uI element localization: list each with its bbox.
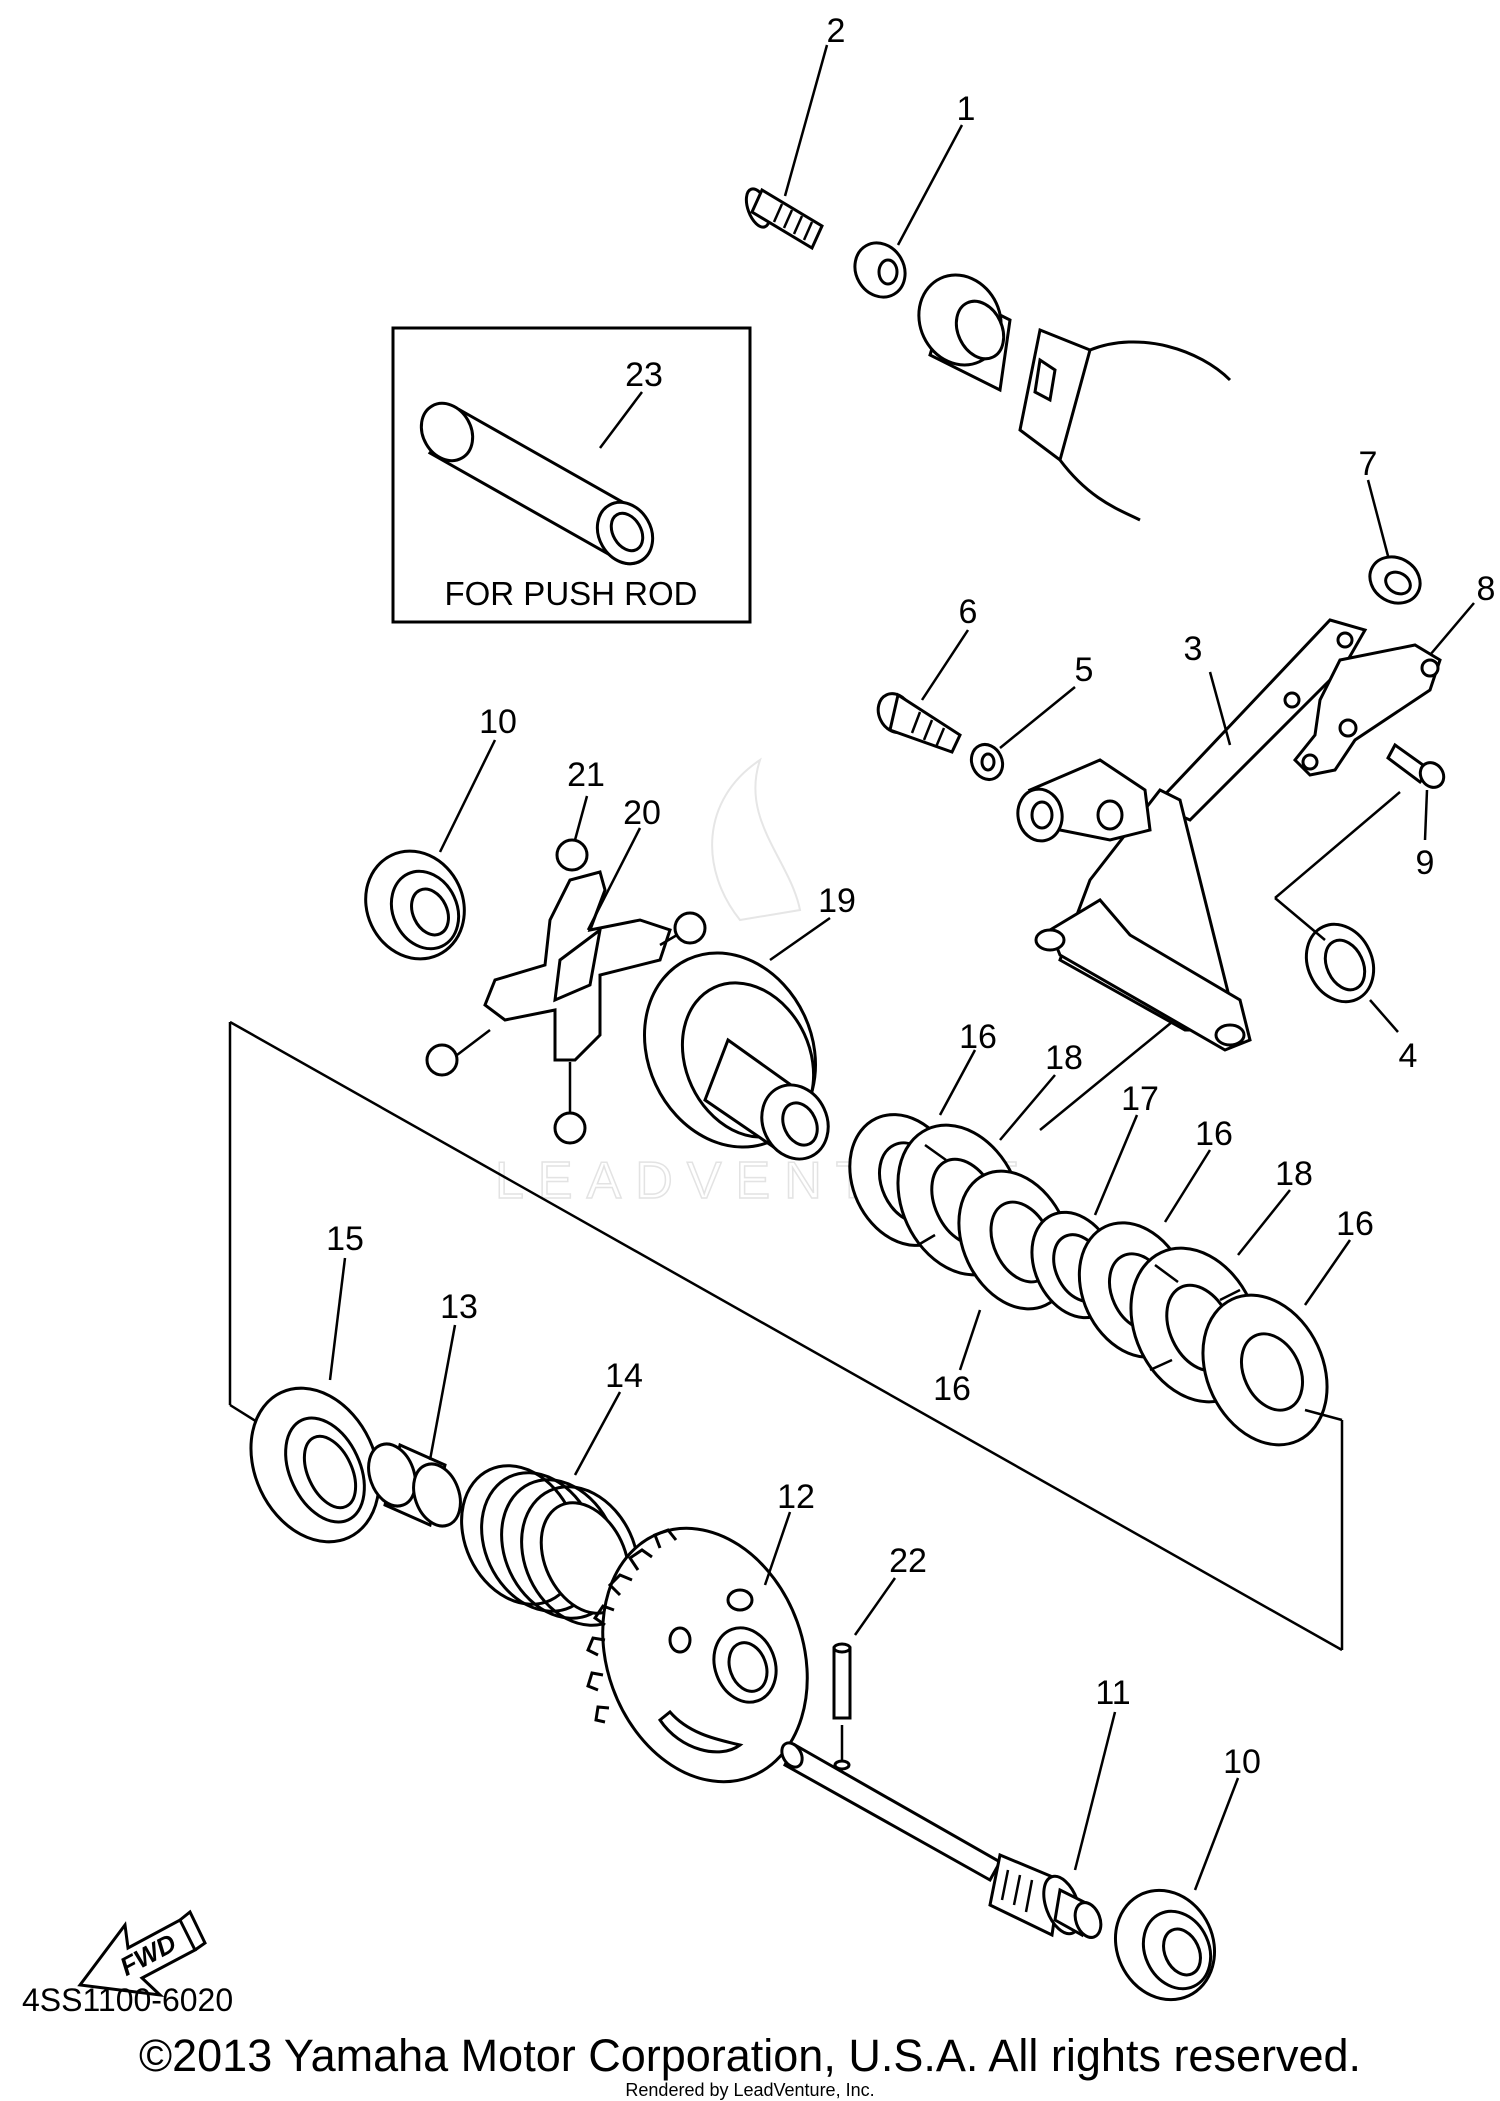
- callout-13: 13: [440, 1288, 478, 1326]
- callout-6: 6: [959, 593, 978, 631]
- callout-15: 15: [326, 1220, 364, 1258]
- part-6-bolt: [876, 692, 962, 754]
- callout-16-a: 16: [959, 1018, 997, 1056]
- callout-16-c: 16: [1195, 1115, 1233, 1153]
- callout-10-bottom: 10: [1223, 1743, 1261, 1781]
- part-9-screw: [1386, 742, 1446, 789]
- part-3-lever: [1016, 618, 1368, 1052]
- push-rod-box-label: FOR PUSH ROD: [444, 575, 697, 612]
- part-5-washer: [969, 742, 1005, 782]
- callout-14: 14: [605, 1357, 643, 1395]
- part-12-ratchet-gear: [586, 1526, 809, 1784]
- assembly-bracket-lines: [228, 1020, 1344, 1652]
- callout-10-top: 10: [479, 703, 517, 741]
- part-16-plate-d: [1201, 1293, 1329, 1447]
- callout-3: 3: [1184, 630, 1203, 668]
- part-4-bushing: [1304, 922, 1376, 1004]
- callout-23: 23: [625, 356, 663, 394]
- part-21-balls: [425, 838, 707, 1145]
- push-rod-box: 23 FOR PUSH ROD: [391, 326, 752, 624]
- callout-16-d: 16: [1336, 1205, 1374, 1243]
- copyright-notice: ©2013 Yamaha Motor Corporation, U.S.A. A…: [138, 2030, 1362, 2081]
- part-23-push-rod: [419, 401, 655, 566]
- callout-21: 21: [567, 756, 605, 794]
- actuator-cylinder: [917, 273, 1232, 522]
- part-8-bracket: [1292, 643, 1442, 777]
- rendered-by-notice: Rendered by LeadVenture, Inc.: [625, 2080, 875, 2100]
- part-10-bearing-bottom: [1113, 1888, 1217, 2002]
- part-15-seal: [249, 1386, 381, 1544]
- callout-9: 9: [1416, 844, 1435, 882]
- callout-2: 2: [827, 12, 846, 50]
- callout-22: 22: [889, 1542, 927, 1580]
- part-code: 4SS1100-6020: [22, 1982, 234, 2018]
- part-10-bearing-top: [364, 849, 466, 961]
- callout-18-a: 18: [1045, 1039, 1083, 1077]
- part-20-cross-cam: [483, 870, 672, 1062]
- callout-20: 20: [623, 794, 661, 832]
- part-11-shaft: [780, 1741, 1103, 1939]
- part-13-bushing: [367, 1442, 462, 1528]
- part-7-ring: [1368, 555, 1422, 605]
- callout-12: 12: [777, 1478, 815, 1516]
- callout-5: 5: [1075, 651, 1094, 689]
- callout-8: 8: [1477, 570, 1496, 608]
- callout-17: 17: [1121, 1080, 1159, 1118]
- callout-4: 4: [1399, 1037, 1418, 1075]
- callout-11: 11: [1095, 1674, 1130, 1712]
- part-2-bolt: [744, 187, 824, 251]
- callout-18-b: 18: [1275, 1155, 1313, 1193]
- callout-1: 1: [957, 90, 976, 128]
- part-22-pin: [832, 1642, 852, 1720]
- part-1-collar: [853, 241, 907, 299]
- callout-7: 7: [1359, 445, 1378, 483]
- callout-19: 19: [818, 882, 856, 920]
- part-19-hub: [643, 951, 830, 1161]
- callout-16-b: 16: [933, 1370, 971, 1408]
